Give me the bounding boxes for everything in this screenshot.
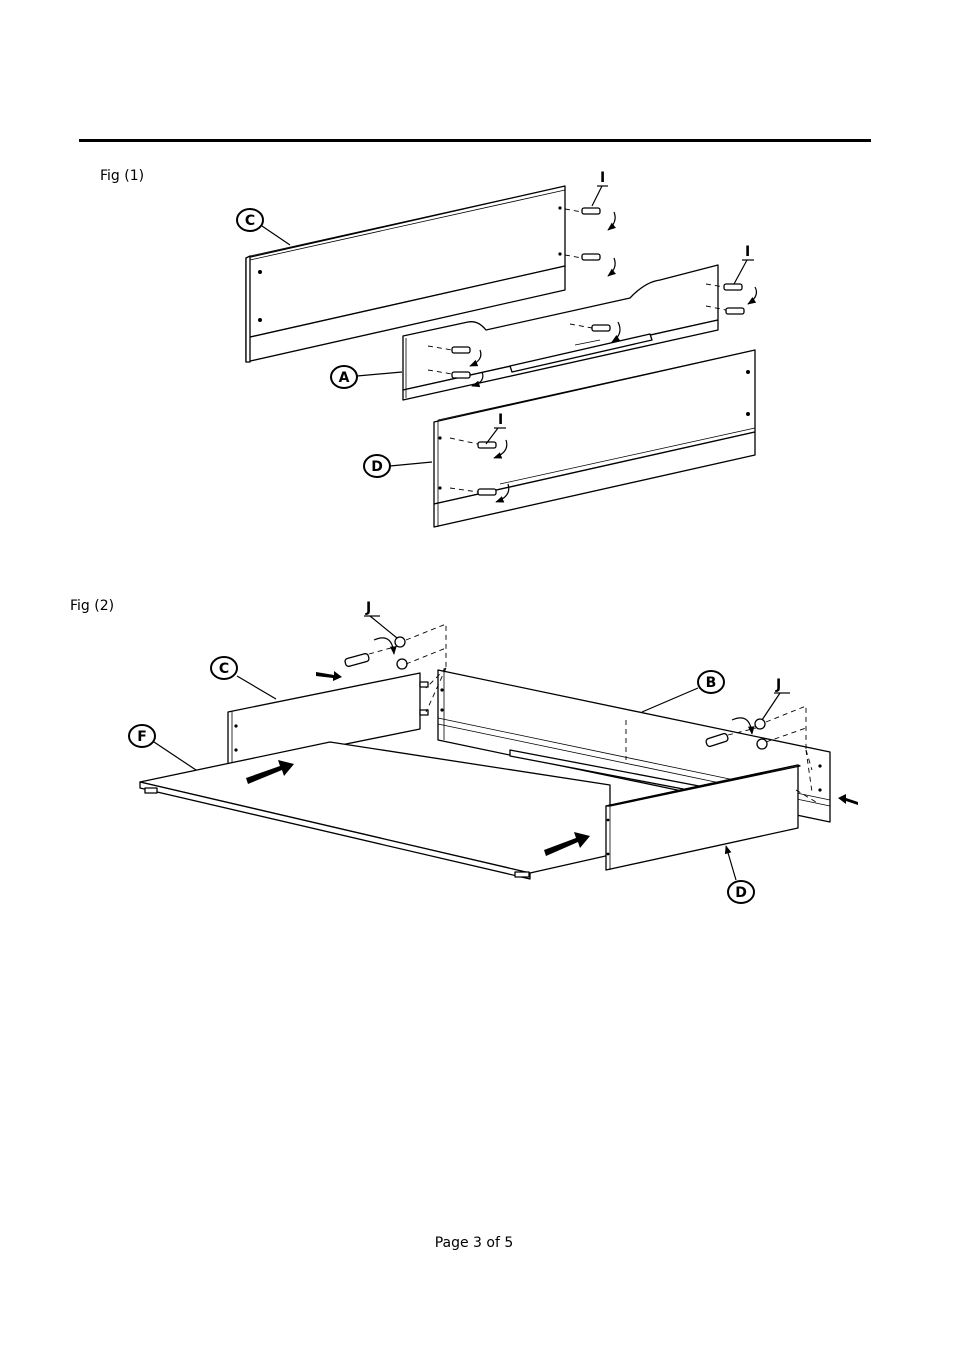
push-arrow-icon — [316, 671, 342, 681]
svg-text:J: J — [775, 677, 781, 693]
svg-text:A: A — [339, 370, 350, 386]
callout-c-fig1: C — [237, 209, 290, 245]
svg-text:J: J — [365, 600, 371, 616]
callout-d-fig2: D — [726, 846, 754, 903]
tag-j-left: J — [364, 600, 397, 638]
svg-text:I: I — [600, 170, 605, 186]
svg-text:I: I — [745, 244, 750, 260]
svg-text:I: I — [498, 412, 503, 428]
callout-a-fig1: A — [331, 366, 402, 388]
callout-b-fig2: B — [642, 671, 724, 712]
svg-text:F: F — [137, 729, 147, 745]
dowel-icon — [565, 254, 615, 276]
svg-text:D: D — [371, 459, 383, 475]
tag-i-2: I — [734, 244, 754, 284]
push-arrow-icon — [838, 794, 858, 805]
callout-f-fig2: F — [129, 725, 196, 770]
tag-i-1: I — [592, 170, 608, 206]
page-number: Page 3 of 5 — [0, 1235, 948, 1251]
callout-d-fig1: D — [364, 455, 432, 477]
svg-text:B: B — [706, 675, 717, 691]
svg-text:C: C — [245, 213, 255, 229]
svg-text:C: C — [219, 661, 229, 677]
fig2-drawing: C B F D J J — [129, 600, 858, 903]
svg-text:D: D — [735, 885, 747, 901]
dowel-icon — [565, 208, 615, 230]
tag-j-right: J — [762, 677, 790, 720]
fig1-drawing: C A D I I I — [237, 170, 756, 527]
callout-c-fig2: C — [211, 657, 276, 699]
